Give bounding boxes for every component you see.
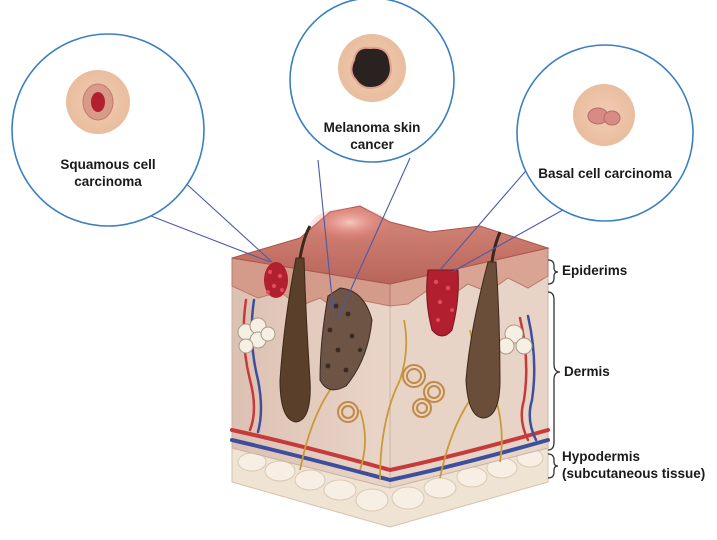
layer-brackets xyxy=(547,259,561,479)
sebaceous-gland-right xyxy=(497,324,533,355)
sweat-glands xyxy=(337,364,445,423)
fat-lobules xyxy=(237,448,544,512)
epidermis-bracket xyxy=(547,259,559,285)
dermis-bracket xyxy=(547,291,561,451)
melanoma-label: Melanoma skin cancer xyxy=(300,119,444,153)
skin-block xyxy=(230,205,550,528)
blood-vessels xyxy=(230,298,550,483)
callout-lines xyxy=(119,157,571,319)
callout-basal xyxy=(516,44,694,222)
squamous-label-line1: Squamous cell xyxy=(60,157,156,172)
epidermis-label: Epiderims xyxy=(562,263,628,278)
squamous-label: Squamous cell carcinoma xyxy=(28,156,188,190)
squamous-tumor xyxy=(264,262,288,298)
callout-squamous xyxy=(11,33,205,227)
surface-inflammation xyxy=(310,208,390,244)
callout-melanoma xyxy=(289,0,455,163)
hair-follicle-right xyxy=(465,231,502,419)
basal-tumor xyxy=(426,269,459,337)
hypodermis-label-line2: (subcutaneous tissue) xyxy=(562,466,706,481)
melanoma-label-line2: cancer xyxy=(350,137,394,152)
dermis-label: Dermis xyxy=(564,364,610,379)
hypodermis-label-line1: Hypodermis xyxy=(562,449,641,464)
basal-label: Basal cell carcinoma xyxy=(538,166,672,181)
melanoma-label-line1: Melanoma skin xyxy=(323,120,421,135)
squamous-label-line2: carcinoma xyxy=(74,174,142,189)
hypodermis-bracket xyxy=(547,453,559,479)
sebaceous-gland-left xyxy=(237,317,276,354)
hypodermis-label: Hypodermis (subcutaneous tissue) xyxy=(562,448,705,482)
hair-follicle-left xyxy=(279,225,312,423)
epidermis-right-band xyxy=(389,247,549,307)
